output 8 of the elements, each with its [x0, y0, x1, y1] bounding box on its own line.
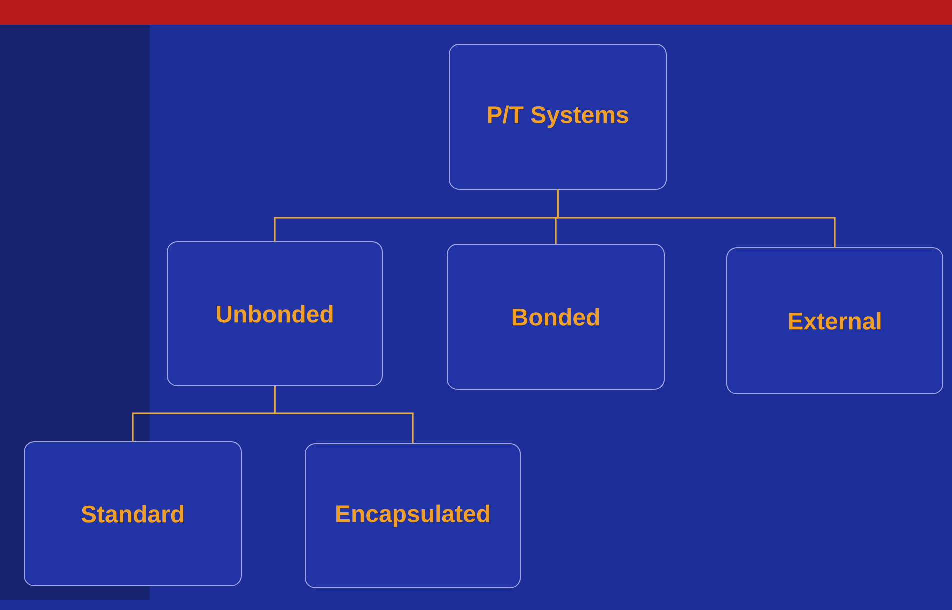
connector-line [557, 190, 836, 248]
category-box: Encapsulated [305, 444, 521, 588]
category-box: Bonded [447, 244, 665, 390]
category-box: Standard [24, 442, 242, 586]
category-box: External [726, 248, 944, 394]
connector-line [274, 386, 414, 444]
category-box: Unbonded [167, 242, 383, 386]
category-box: P/T Systems [449, 44, 667, 190]
